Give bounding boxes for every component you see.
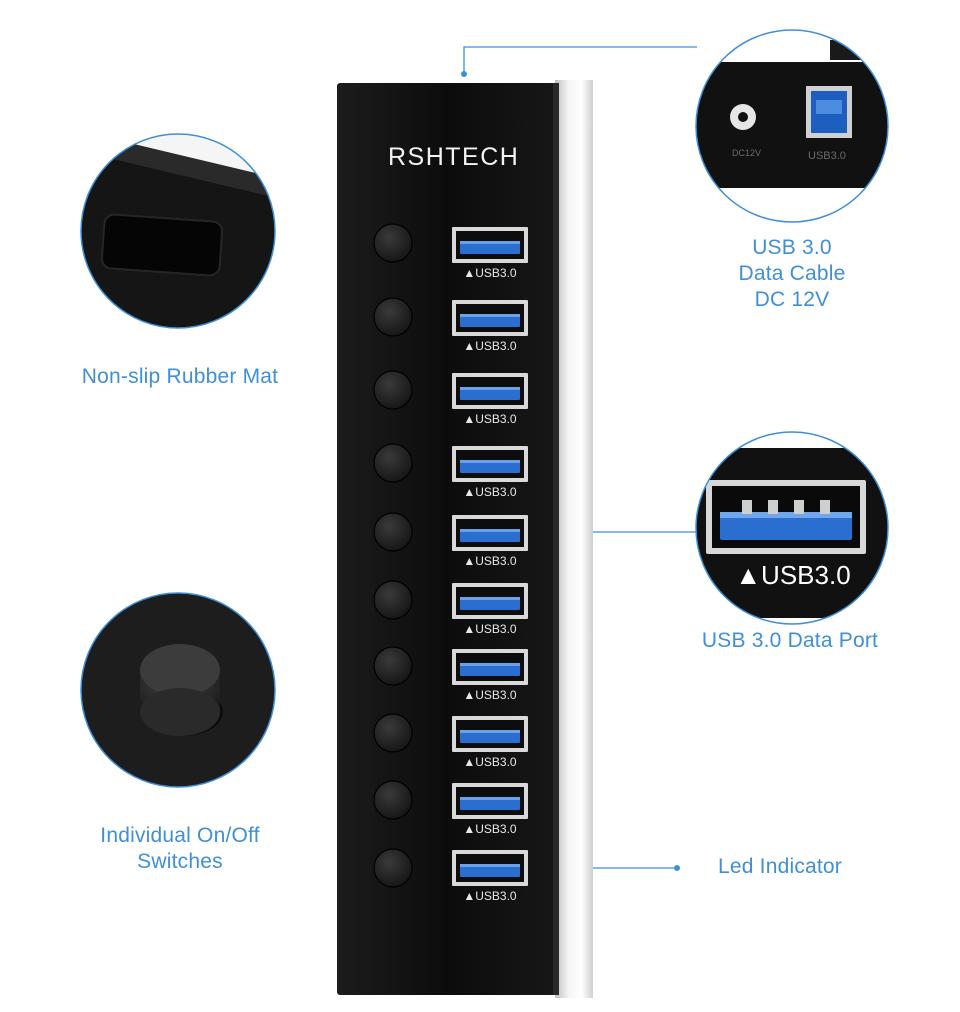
power-switches — [373, 223, 413, 888]
switch-zoom — [80, 592, 276, 788]
port-label: ▲USB3.0 — [463, 755, 517, 769]
port-label: ▲USB3.0 — [463, 412, 517, 426]
port-label: ▲USB3.0 — [463, 889, 517, 903]
led-indicator-label: Led Indicator — [717, 855, 843, 878]
data-port-label: USB 3.0 Data Port — [701, 629, 879, 652]
port-label: ▲USB3.0 — [463, 688, 517, 702]
usb-b-port-label: USB3.0 — [808, 150, 846, 162]
rubber-mat-zoom — [80, 133, 276, 329]
port-label: ▲USB3.0 — [463, 485, 517, 499]
cable-label-line2: Data Cable — [738, 262, 846, 285]
cable-label-line1: USB 3.0 — [752, 236, 832, 259]
port-label: ▲USB3.0 — [463, 266, 517, 280]
port-label: ▲USB3.0 — [463, 554, 517, 568]
switches-label-line2: Switches — [137, 850, 223, 873]
brand-logo-text: RSHTECH — [388, 143, 520, 171]
usb-ports — [452, 227, 528, 886]
port-label: ▲USB3.0 — [463, 622, 517, 636]
port-label: ▲USB3.0 — [463, 822, 517, 836]
cable-label-line3: DC 12V — [754, 288, 830, 311]
data-port-zoom — [695, 431, 889, 625]
switches-label-line1: Individual On/Off — [100, 824, 260, 847]
port-label: ▲USB3.0 — [463, 339, 517, 353]
rubber-mat-label: Non-slip Rubber Mat — [81, 365, 279, 388]
cable-dc-zoom — [695, 29, 889, 223]
dc-jack-label: DC12V — [732, 148, 762, 158]
cable-callout-line — [463, 46, 697, 74]
zoom-port-label: ▲USB3.0 — [735, 560, 851, 590]
